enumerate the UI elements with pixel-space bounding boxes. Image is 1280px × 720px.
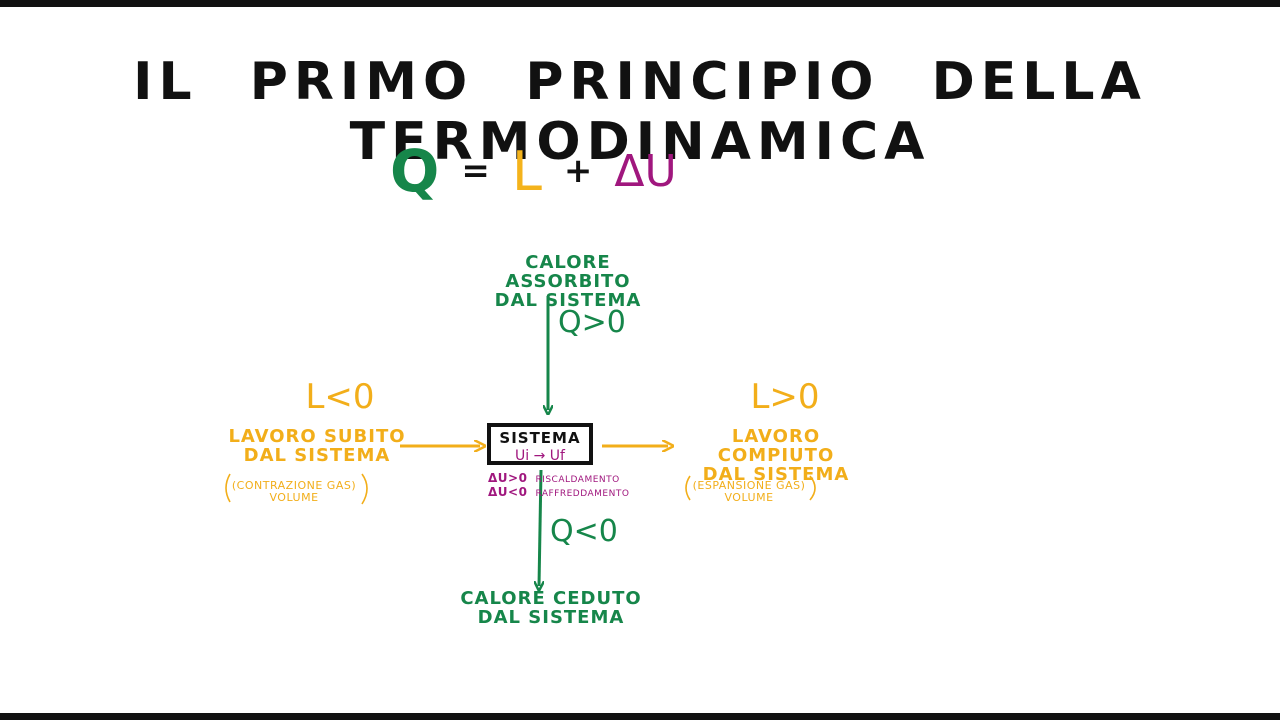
page-title: IL PRIMO PRINCIPIO DELLA TERMODINAMICA [133,52,1147,172]
left-note-paren-close [361,473,368,505]
heat-negative-sign: Q<0 [550,514,618,549]
energy-increase-desc: RISCALDAMENTO [535,475,620,485]
energy-decrease-sign: ΔU<0 [488,485,528,499]
equation-internal-energy: ΔU [614,145,677,197]
system-label: SISTEMA [499,429,581,447]
equation-heat: Q [390,137,440,205]
work-done-by-line1: LAVORO COMPIUTO [717,426,835,466]
gas-expansion-note: (ESPANSIONE GAS) VOLUME [684,480,814,503]
right-note-paren-open [685,475,691,501]
heat-absorbed-line2: DAL SISTEMA [494,289,642,311]
top-border [0,0,1280,7]
gas-contraction-line1: (CONTRAZIONE GAS) [231,479,357,492]
equation-work: L [511,139,542,203]
energy-decrease-desc: RAFFREDDAMENTO [535,489,630,499]
energy-transition: Ui → Uf [515,448,565,464]
arrow-heat-out [539,469,541,586]
first-law-equation: Q = L + ΔU [390,136,677,206]
energy-increase-note: ΔU>0 RISCALDAMENTO [488,472,648,485]
gas-expansion-line2: VOLUME [724,490,774,504]
equation-plus: + [563,151,593,191]
energy-decrease-note: ΔU<0 RAFFREDDAMENTO [488,486,648,499]
work-done-on-system-label: LAVORO SUBITO DAL SISTEMA [222,426,412,466]
gas-expansion-line1: (ESPANSIONE GAS) [692,479,806,492]
heat-positive-sign: Q>0 [558,305,626,340]
heat-released-line2: DAL SISTEMA [477,606,625,628]
work-positive-sign: L>0 [750,377,820,417]
system-box: SISTEMA Ui → Uf [487,423,593,465]
work-done-on-line1: LAVORO SUBITO [228,426,406,447]
work-done-on-line2: DAL SISTEMA [243,444,391,466]
gas-contraction-note: (CONTRAZIONE GAS) VOLUME [224,480,364,503]
heat-released-line1: CALORE CEDUTO [460,588,642,609]
equation-equals: = [461,151,490,191]
work-done-by-system-label: LAVORO COMPIUTO DAL SISTEMA [678,426,874,485]
left-note-paren-open [225,473,231,503]
gas-contraction-line2: VOLUME [269,490,319,504]
work-negative-sign: L<0 [305,377,375,417]
heat-released-label: CALORE CEDUTO DAL SISTEMA [446,588,656,628]
energy-increase-sign: ΔU>0 [488,471,528,485]
right-note-paren-close [809,475,816,501]
bottom-border [0,713,1280,720]
heat-absorbed-label: CALORE ASSORBITO DAL SISTEMA [468,252,668,311]
heat-absorbed-line1: CALORE ASSORBITO [505,252,631,292]
work-done-by-line2: DAL SISTEMA [702,463,850,485]
